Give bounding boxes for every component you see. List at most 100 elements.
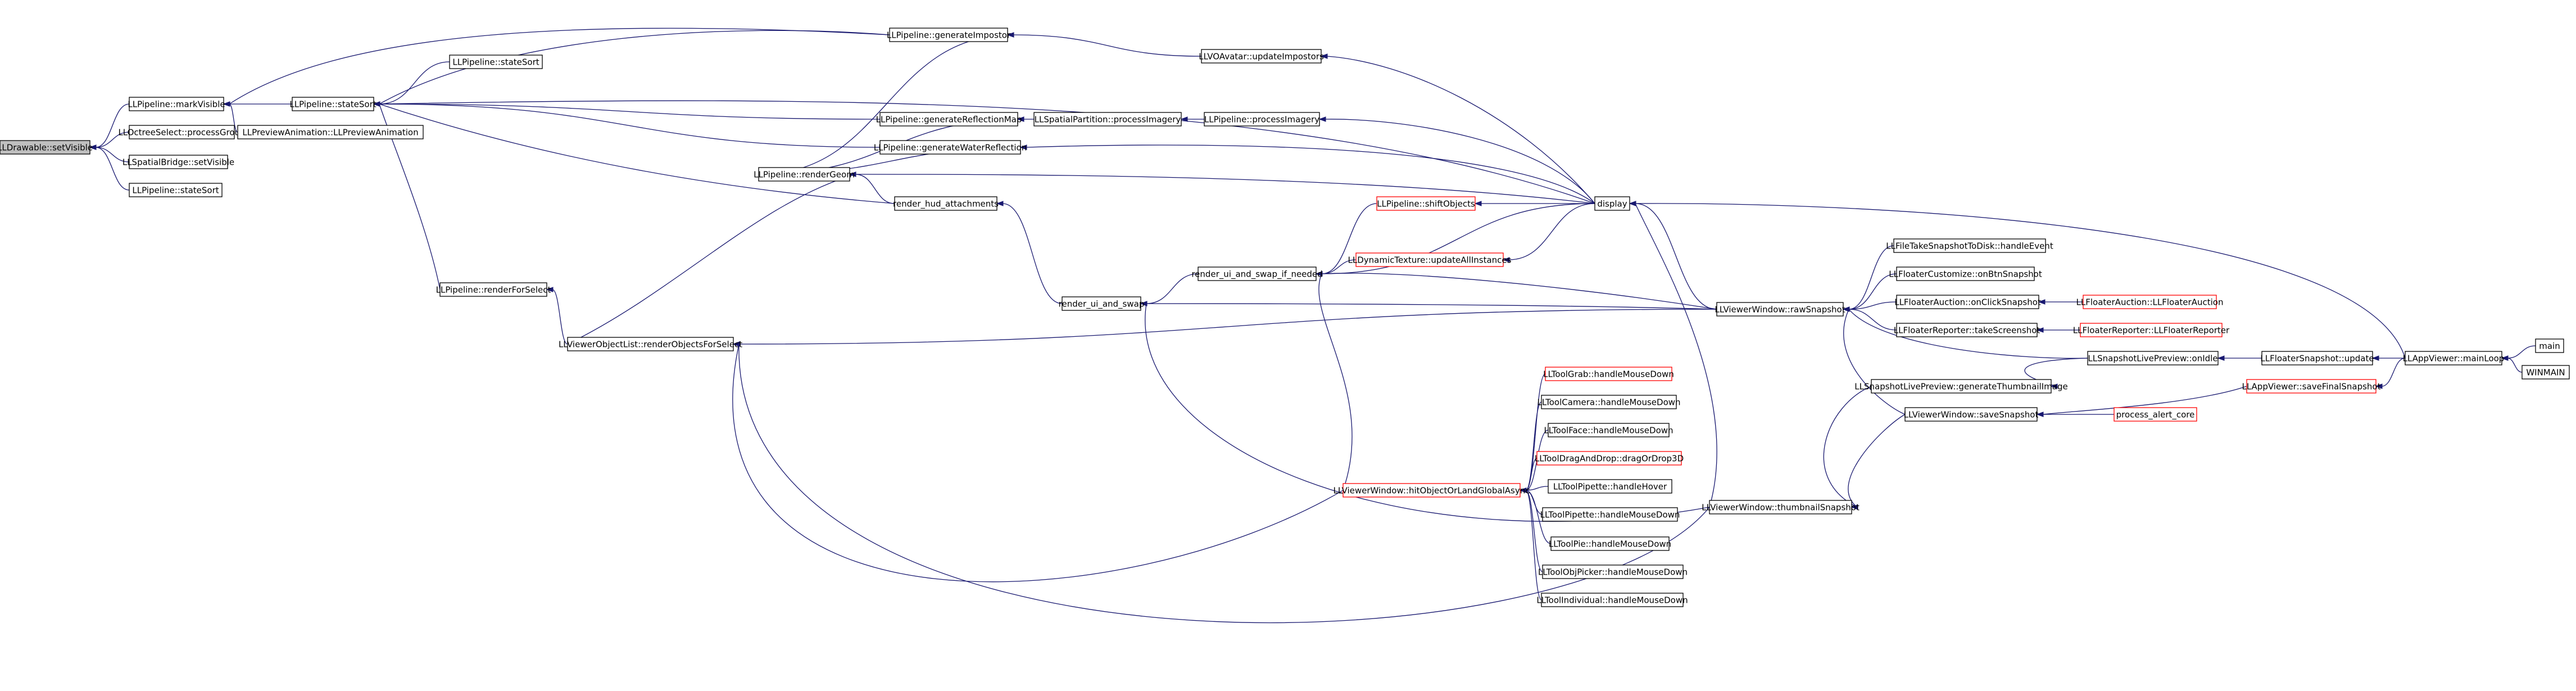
- node-label: render_hud_attachments: [893, 199, 999, 210]
- node-box: [1548, 423, 1670, 437]
- function-node[interactable]: LLAppViewer::saveFinalSnapshot: [2242, 379, 2381, 394]
- function-node[interactable]: LLDynamicTexture::updateAllInstances: [1348, 252, 1512, 267]
- edge-line: [552, 289, 568, 345]
- node-box: [758, 167, 850, 182]
- node-label: LLFloaterAuction::onClickSnapshot: [1894, 297, 2041, 308]
- node-box: [1536, 451, 1682, 466]
- node-label: LLPreviewAnimation::LLPreviewAnimation: [242, 128, 418, 138]
- edge-arrowhead: [1629, 201, 1636, 206]
- edge-line: [229, 28, 890, 105]
- call-edge: [373, 100, 1595, 204]
- node-box: [2083, 295, 2217, 309]
- function-node[interactable]: LLVOAvatar::updateImpostors: [1199, 49, 1324, 64]
- function-node[interactable]: LLViewerWindow::hitObjectOrLandGlobalAsy…: [1333, 483, 1530, 498]
- function-node[interactable]: LLPipeline::processImagery: [1204, 112, 1320, 127]
- function-node[interactable]: LLPipeline::generateImpostor: [887, 28, 1011, 42]
- node-label: LLPipeline::markVisible: [128, 100, 225, 110]
- function-node[interactable]: LLViewerWindow::thumbnailSnapshot: [1702, 500, 1860, 514]
- node-box: [1541, 593, 1684, 607]
- function-node[interactable]: render_ui_and_swap_if_needed: [1191, 267, 1323, 281]
- function-node[interactable]: LLFloaterAuction::onClickSnapshot: [1894, 295, 2041, 309]
- node-box: [1545, 367, 1672, 381]
- edge-arrowhead: [2036, 412, 2044, 417]
- function-node[interactable]: LLPipeline::generateWaterReflection: [874, 140, 1027, 155]
- function-node[interactable]: LLToolPipette::handleMouseDown: [1540, 507, 1680, 522]
- function-node[interactable]: LLFloaterReporter::LLFloaterReporter: [2073, 323, 2230, 337]
- function-node[interactable]: LLPipeline::renderGeom: [754, 167, 855, 182]
- function-node[interactable]: LLToolIndividual::handleMouseDown: [1536, 593, 1688, 607]
- function-node[interactable]: process_alert_core: [2114, 407, 2197, 422]
- function-node[interactable]: LLPipeline::markVisible: [128, 97, 225, 111]
- function-node[interactable]: LLViewerObjectList::renderObjectsForSele…: [559, 337, 742, 351]
- edge-line: [1321, 203, 1595, 274]
- function-node[interactable]: LLDrawable::setVisible: [0, 140, 93, 155]
- node-label: LLPipeline::stateSort: [452, 57, 539, 67]
- edge-line: [1525, 490, 1552, 544]
- function-node[interactable]: LLPipeline::renderForSelect: [436, 282, 551, 297]
- node-box: [1201, 49, 1322, 64]
- edge-line: [1525, 458, 1538, 491]
- call-edge: [1629, 201, 2406, 359]
- node-box: [237, 125, 424, 139]
- node-label: LLSpatialBridge::setVisible: [123, 157, 234, 168]
- node-label: LLToolObjPicker::handleMouseDown: [1538, 567, 1688, 577]
- edge-arrowhead: [996, 201, 1004, 206]
- function-node[interactable]: LLSnapshotLivePreview::generateThumbnail…: [1854, 379, 2068, 394]
- function-node[interactable]: LLAppViewer::mainLoop: [2403, 351, 2505, 365]
- function-node[interactable]: LLPipeline::stateSort: [449, 55, 543, 69]
- edge-line: [95, 132, 130, 148]
- edge-line: [1848, 309, 1897, 331]
- function-node[interactable]: LLViewerWindow::saveSnapshot: [1904, 407, 2039, 422]
- call-edge: [1842, 306, 1906, 415]
- function-node[interactable]: LLToolCamera::handleMouseDown: [1537, 395, 1681, 409]
- function-node[interactable]: LLPipeline::generateReflectionMap: [876, 112, 1022, 127]
- edge-line: [1146, 303, 1717, 310]
- edge-arrowhead: [2050, 383, 2058, 389]
- edge-arrowhead: [1519, 487, 1527, 493]
- function-node[interactable]: LLPreviewAnimation::LLPreviewAnimation: [237, 125, 424, 139]
- function-node[interactable]: LLFileTakeSnapshotToDisk::handleEvent: [1886, 238, 2053, 253]
- function-node[interactable]: LLFloaterAuction::LLFloaterAuction: [2076, 295, 2224, 309]
- node-label: render_ui_and_swap_if_needed: [1191, 269, 1322, 280]
- function-node[interactable]: LLViewerWindow::rawSnapshot: [1715, 302, 1845, 317]
- edge-line: [1321, 203, 1377, 274]
- function-node[interactable]: LLToolDragAndDrop::dragOrDrop3D: [1535, 451, 1684, 466]
- node-label: LLViewerWindow::rawSnapshot: [1715, 305, 1845, 315]
- call-edge: [1180, 116, 1204, 122]
- node-box: [894, 196, 997, 211]
- function-node[interactable]: display: [1594, 196, 1630, 211]
- function-node[interactable]: LLToolObjPicker::handleMouseDown: [1538, 564, 1688, 579]
- node-box: [1062, 296, 1141, 311]
- node-label: LLViewerWindow::hitObjectOrLandGlobalAsy…: [1333, 486, 1530, 496]
- function-node[interactable]: LLPipeline::stateSort: [129, 183, 223, 197]
- function-node[interactable]: LLToolPipette::handleHover: [1548, 479, 1672, 494]
- edge-line: [95, 147, 130, 162]
- node-box: [449, 55, 543, 69]
- call-edge: [1017, 116, 1034, 122]
- function-node[interactable]: LLSpatialBridge::setVisible: [123, 155, 234, 169]
- function-node[interactable]: LLFloaterCustomize::onBtnSnapshot: [1889, 267, 2042, 281]
- node-label: LLToolFace::handleMouseDown: [1544, 426, 1673, 436]
- function-node[interactable]: main: [2535, 338, 2564, 353]
- function-node[interactable]: LLFloaterSnapshot::update: [2260, 351, 2374, 365]
- function-node[interactable]: LLToolFace::handleMouseDown: [1544, 423, 1674, 437]
- function-node[interactable]: LLToolGrab::handleMouseDown: [1543, 367, 1674, 381]
- call-edge: [1842, 306, 1897, 331]
- function-node[interactable]: LLFloaterReporter::takeScreenshot: [1894, 323, 2040, 337]
- node-label: LLViewerWindow::thumbnailSnapshot: [1702, 503, 1860, 513]
- node-box: [1376, 196, 1476, 211]
- call-edge: [2375, 358, 2406, 389]
- node-box: [292, 97, 374, 111]
- function-node[interactable]: LLOctreeSelect::processGroup: [118, 125, 246, 139]
- function-node[interactable]: render_hud_attachments: [893, 196, 999, 211]
- function-node[interactable]: LLToolPie::handleMouseDown: [1549, 536, 1671, 551]
- function-node[interactable]: render_ui_and_swap: [1059, 296, 1145, 311]
- function-node[interactable]: LLSnapshotLivePreview::onIdle: [2087, 351, 2219, 365]
- function-node[interactable]: WINMAIN: [2521, 365, 2570, 380]
- node-box: [2080, 323, 2223, 337]
- node-box: [129, 183, 223, 197]
- edge-arrowhead: [1851, 504, 1858, 510]
- function-node[interactable]: LLPipeline::shiftObjects: [1376, 196, 1476, 211]
- function-node[interactable]: LLPipeline::stateSort: [289, 97, 377, 111]
- function-node[interactable]: LLSpatialPartition::processImagery: [1033, 112, 1182, 127]
